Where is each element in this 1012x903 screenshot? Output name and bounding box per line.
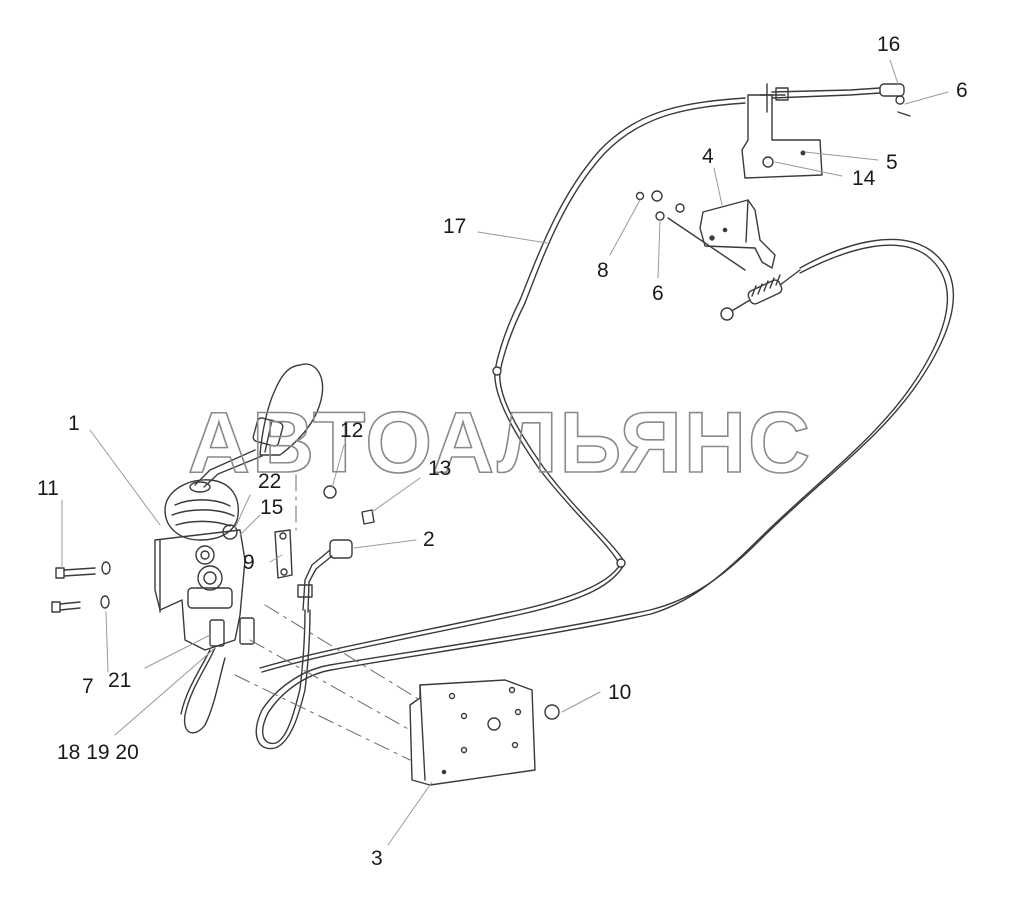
cable-end-2 [297, 539, 353, 613]
bracket-4 [635, 190, 776, 271]
callout-16: 16 [877, 33, 901, 56]
callout-3: 3 [371, 847, 383, 870]
cable-end-spring [720, 269, 801, 321]
cable-right-loop [255, 238, 955, 750]
callout-6-middle: 6 [652, 282, 664, 305]
callout-9: 9 [243, 551, 255, 574]
plate-3 [409, 679, 560, 786]
callout-8: 8 [597, 259, 609, 282]
callout-14: 14 [852, 167, 876, 190]
leader-lines [61, 59, 949, 846]
callout-18-19-20: 18 19 20 [57, 741, 139, 764]
callout-2: 2 [423, 528, 435, 551]
callout-10: 10 [608, 681, 632, 704]
callout-7: 7 [82, 675, 94, 698]
callout-12: 12 [340, 419, 364, 442]
callout-1: 1 [68, 412, 80, 435]
callout-4: 4 [702, 145, 714, 168]
callout-17: 17 [443, 215, 467, 238]
callout-15: 15 [260, 496, 284, 519]
shifter-assembly [154, 363, 324, 734]
watermark-text: АВТОАЛЬЯНС [188, 396, 812, 486]
callout-22: 22 [258, 470, 282, 493]
callout-6-top: 6 [956, 79, 968, 102]
link-9 [274, 485, 375, 579]
watermark-logo: АВТОАЛЬЯНС [187, 396, 812, 486]
alignment-lines [234, 474, 421, 761]
callout-5: 5 [886, 151, 898, 174]
callout-11: 11 [37, 477, 59, 500]
cable-17 [259, 97, 746, 673]
callout-21: 21 [108, 669, 132, 692]
callout-13: 13 [428, 457, 452, 480]
bolts-11-7 [51, 561, 111, 613]
bracket-5 [741, 83, 911, 179]
